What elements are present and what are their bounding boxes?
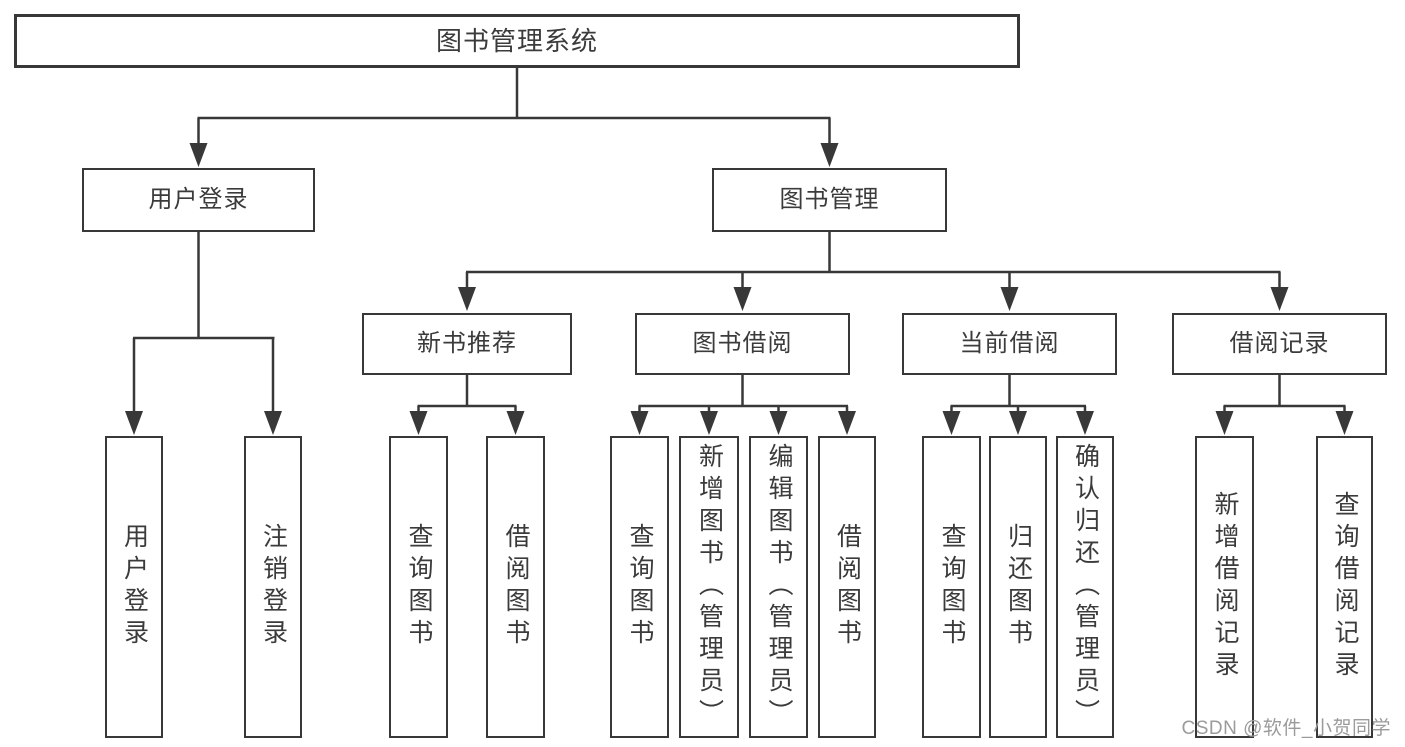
- leaf-user-login: 用户登录: [105, 436, 163, 738]
- node-user-login: 用户登录: [82, 168, 315, 232]
- node-book-management: 图书管理: [712, 168, 947, 232]
- node-root: 图书管理系统: [14, 14, 1020, 68]
- node-book-borrow: 图书借阅: [635, 313, 850, 375]
- leaf-logout: 注销登录: [244, 436, 302, 738]
- leaf-confirm-return-admin: 确认归还（管理员）: [1056, 436, 1114, 738]
- leaf-add-borrow-record: 新增借阅记录: [1195, 436, 1254, 738]
- leaf-return-book: 归还图书: [989, 436, 1047, 738]
- leaf-borrow-books: 借阅图书: [818, 436, 876, 738]
- leaf-query-books-recommend: 查询图书: [389, 436, 448, 738]
- leaf-query-books-borrow: 查询图书: [610, 436, 669, 738]
- node-current-borrow: 当前借阅: [902, 313, 1117, 375]
- leaf-edit-book-admin: 编辑图书（管理员）: [749, 436, 808, 738]
- leaf-query-books-current: 查询图书: [922, 436, 981, 738]
- leaf-query-borrow-record: 查询借阅记录: [1316, 436, 1373, 738]
- csdn-watermark: CSDN @软件_小贺同学: [1181, 718, 1391, 739]
- arrowhead-icons: [125, 143, 1354, 435]
- node-new-book-recommend: 新书推荐: [362, 313, 572, 375]
- leaf-add-book-admin: 新增图书（管理员）: [679, 436, 739, 738]
- leaf-borrow-books-recommend: 借阅图书: [486, 436, 545, 738]
- node-borrow-records: 借阅记录: [1172, 313, 1387, 375]
